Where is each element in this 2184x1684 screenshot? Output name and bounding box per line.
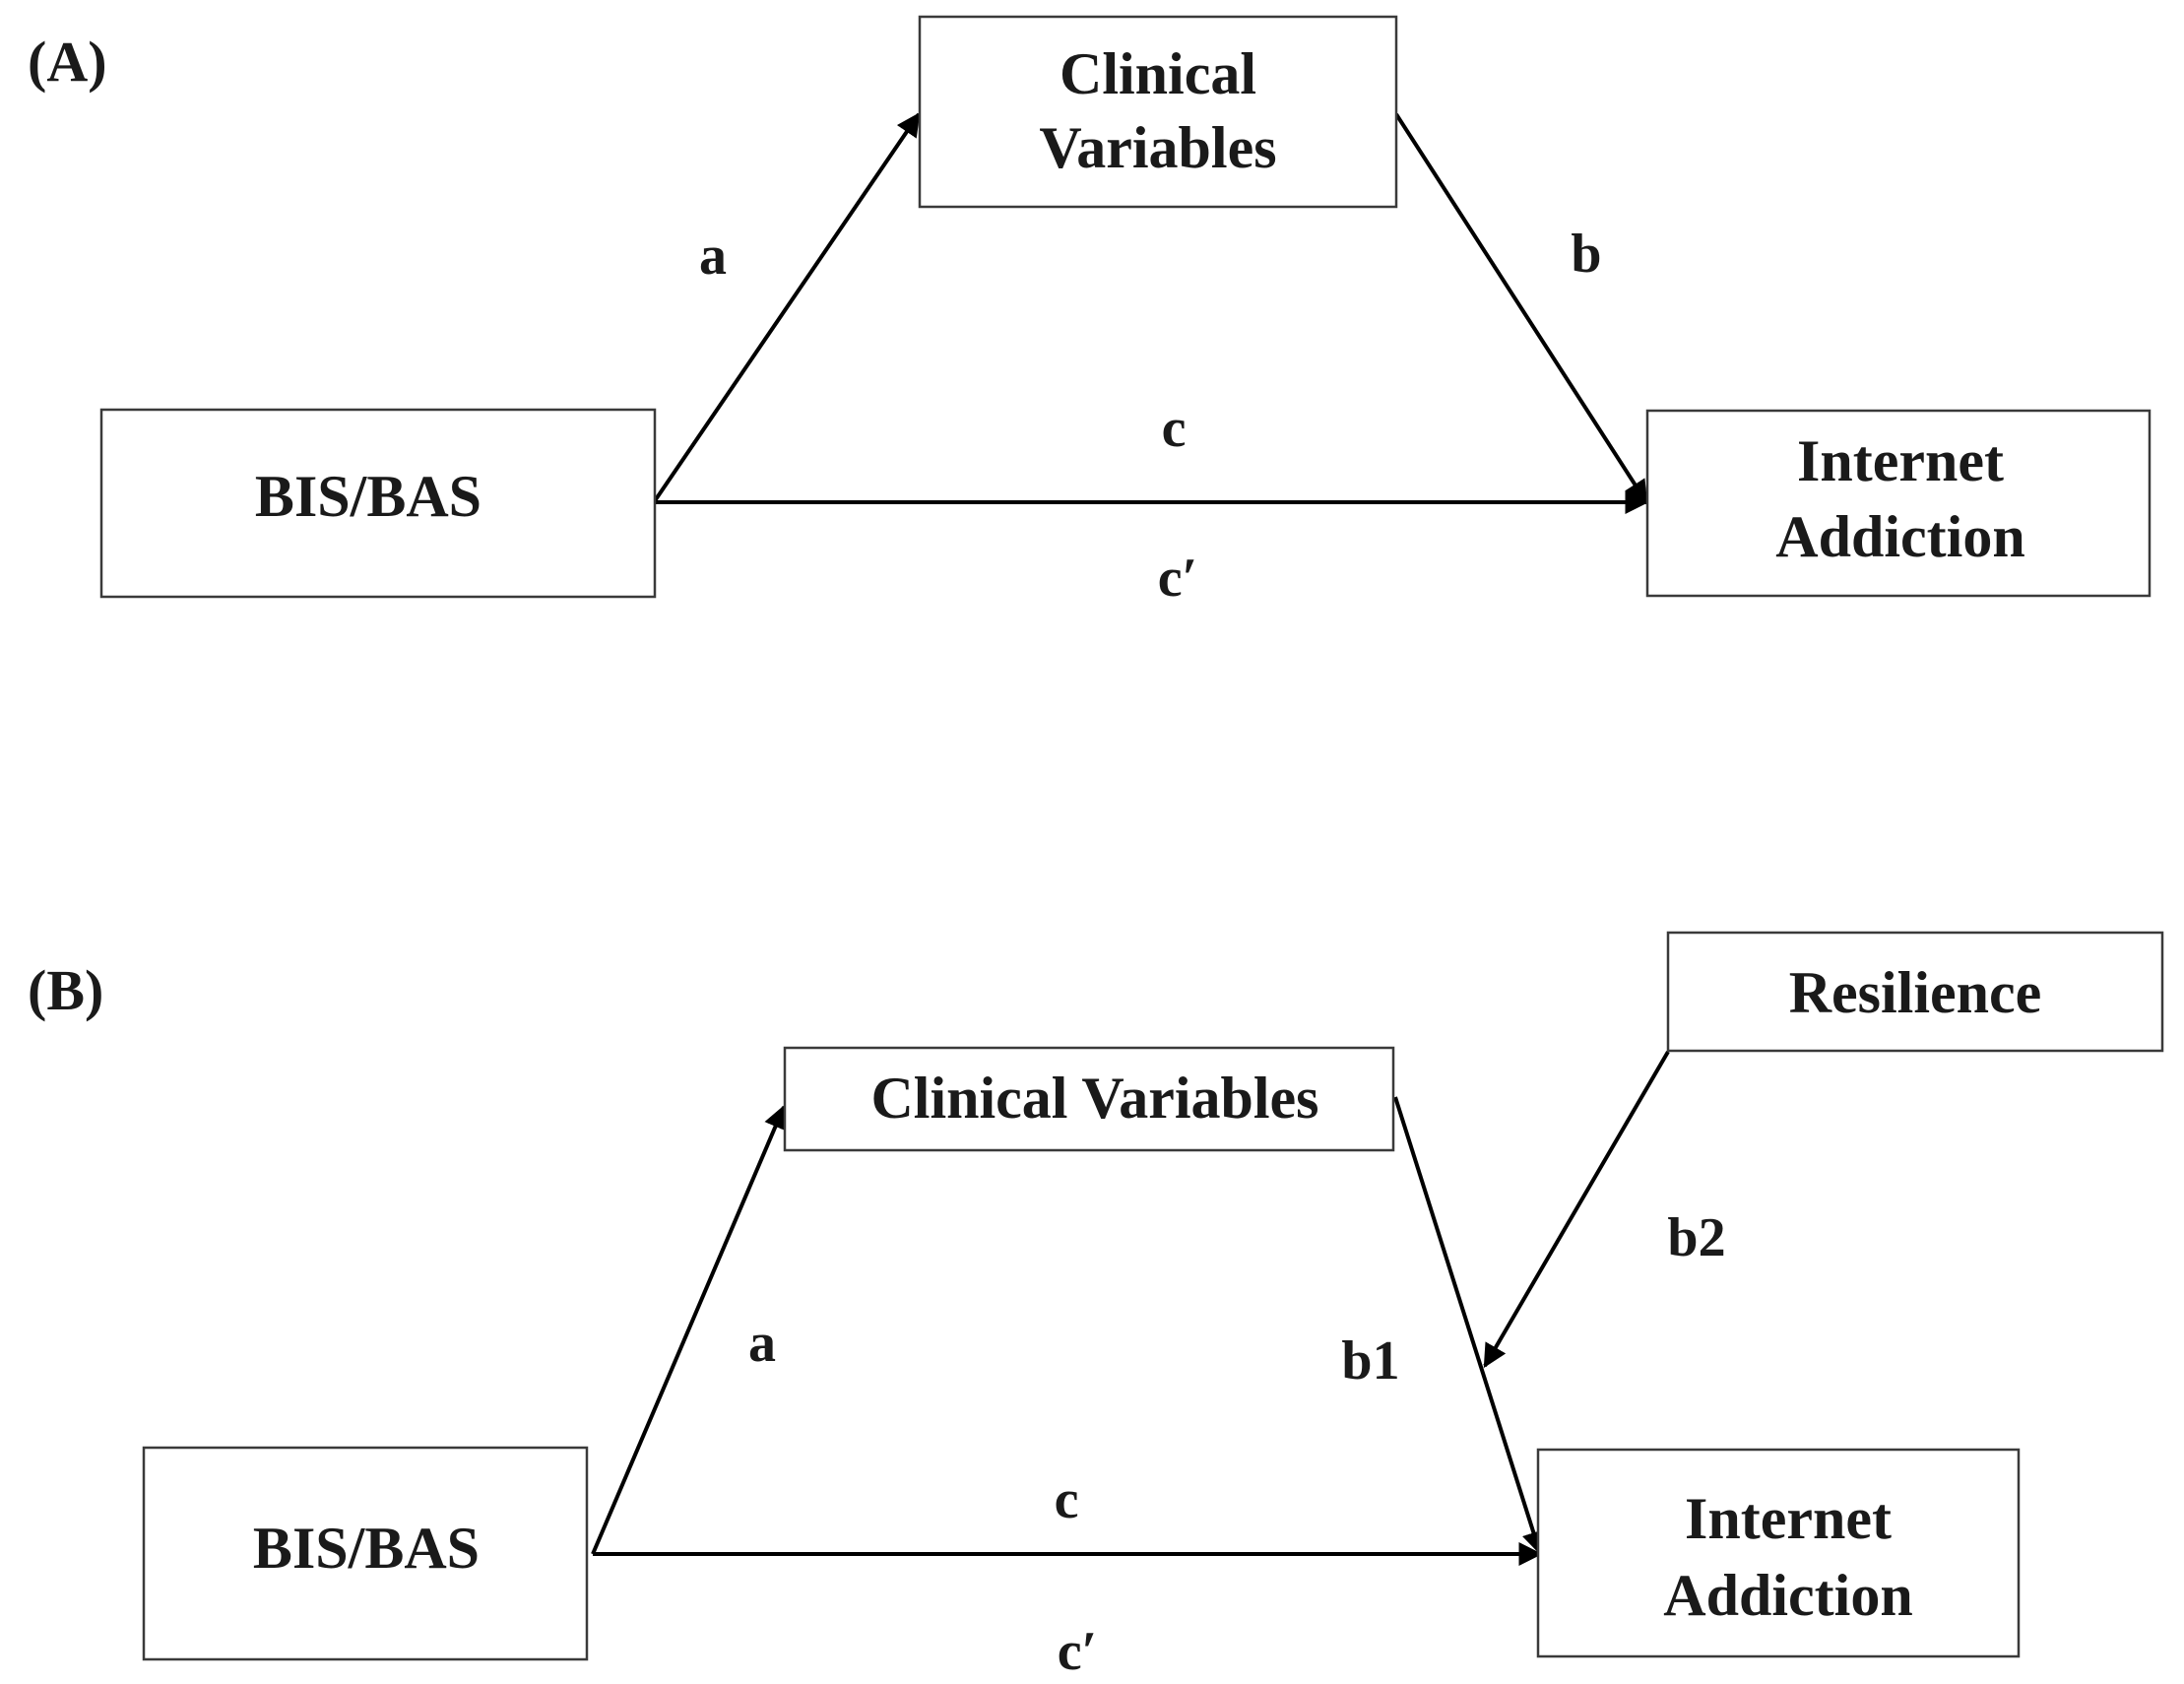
path-b2-arrow <box>1483 1050 1670 1369</box>
path-b1-arrow <box>1393 1096 1545 1556</box>
panel-b: (B) Resilience Clinical Variables BIS/BA… <box>28 931 2164 1682</box>
path-a-arrow <box>652 112 921 504</box>
outcome-a-line1: Internet <box>1797 428 2004 493</box>
moderator-node-b: Resilience <box>1666 931 2164 1053</box>
path-c-prime-label: c′ <box>1158 548 1198 609</box>
predictor-node-a: BIS/BAS <box>99 408 657 599</box>
outcome-b-line1: Internet <box>1685 1486 1892 1551</box>
path-b-arrow <box>1394 112 1648 505</box>
mediator-a-line2: Variables <box>1039 115 1276 180</box>
path-b-label: b <box>1571 224 1601 285</box>
path-a-label-b: a <box>748 1313 776 1374</box>
path-a-arrow-b <box>591 1104 787 1555</box>
predictor-b-label: BIS/BAS <box>253 1516 480 1581</box>
path-b1-label: b1 <box>1341 1330 1399 1392</box>
panel-a: (A) Clinical Variables BIS/BAS Internet … <box>28 15 2152 609</box>
outcome-node-a: Internet Addiction <box>1645 409 2152 598</box>
path-c-label-b: c <box>1055 1469 1079 1530</box>
predictor-node-b: BIS/BAS <box>142 1446 589 1661</box>
predictor-a-label: BIS/BAS <box>255 464 482 529</box>
path-c-label: c <box>1162 398 1187 459</box>
mediator-b-label: Clinical Variables <box>870 1066 1318 1131</box>
outcome-node-b: Internet Addiction <box>1536 1448 2021 1658</box>
path-c-prime-label-b: c′ <box>1058 1621 1098 1682</box>
outcome-a-line2: Addiction <box>1775 504 2024 569</box>
mediator-node-a: Clinical Variables <box>918 15 1398 209</box>
panel-b-label: (B) <box>28 958 103 1022</box>
path-a-label: a <box>699 226 727 287</box>
moderator-b-label: Resilience <box>1789 960 2042 1025</box>
mediator-node-b: Clinical Variables <box>783 1046 1395 1152</box>
mediator-a-line1: Clinical <box>1060 41 1256 106</box>
panel-a-label: (A) <box>28 30 107 94</box>
outcome-b-line2: Addiction <box>1663 1563 1912 1628</box>
path-b2-label: b2 <box>1667 1207 1725 1268</box>
